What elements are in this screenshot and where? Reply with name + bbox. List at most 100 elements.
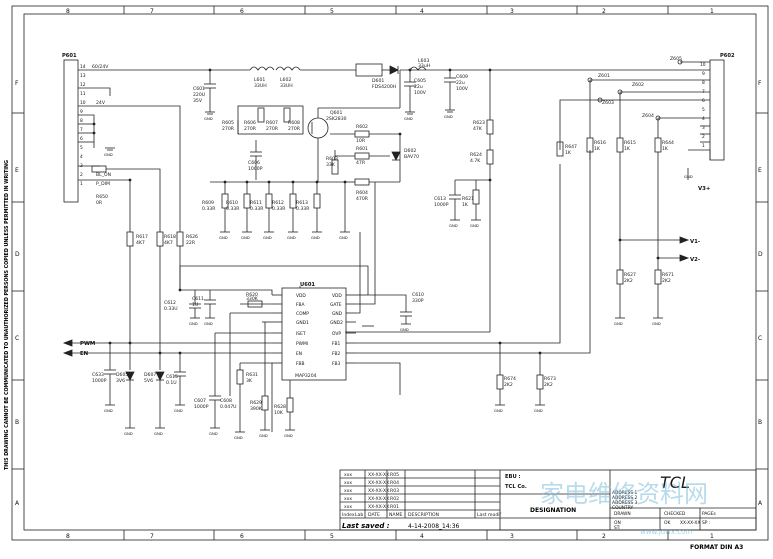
net-label-p-dim: P_DIM <box>96 181 110 187</box>
ref-c615: C615 <box>166 374 178 380</box>
gnd-label: GND <box>400 327 409 332</box>
ref-r601: R601 <box>356 146 368 152</box>
extra-c609: 100V <box>456 86 469 92</box>
row-letter: D <box>758 251 763 258</box>
col-num-bottom: 6 <box>240 533 244 540</box>
pin-num: 2 <box>702 134 705 140</box>
gnd-label: GND <box>339 235 348 240</box>
rev-name: xxx <box>344 489 352 494</box>
gnd-symbols <box>105 109 663 433</box>
pin-num: 3 <box>702 125 705 131</box>
extra-c601: 35V <box>193 98 203 104</box>
gnd-label: GND <box>684 174 693 179</box>
ic-pin-label: OVP <box>332 331 341 337</box>
ref-r629: R629 <box>250 400 262 406</box>
connector-p601-ref: P601 <box>62 53 77 59</box>
col-num-bottom: 7 <box>150 533 154 540</box>
ref-r631: R631 <box>246 372 258 378</box>
ref-r613: R613 <box>296 200 308 206</box>
gnd-label: GND <box>259 433 268 438</box>
ref-l601: L601 <box>254 77 265 83</box>
pin-num: 3 <box>80 163 83 169</box>
gnd-label: GND <box>204 116 213 121</box>
ref-c613: C613 <box>434 196 446 202</box>
col-num-bottom: 5 <box>330 533 334 540</box>
row-letter-left: B <box>15 419 19 426</box>
val-r610: 0.33R <box>226 206 240 212</box>
net-v2: V2- <box>690 257 700 263</box>
gnd-label: GND <box>470 223 479 228</box>
ref-r616: R616 <box>594 140 606 146</box>
pin-num: 10 <box>80 100 86 106</box>
net-z601: Z601 <box>598 73 610 79</box>
val-l603: 33uH <box>418 63 430 69</box>
val-r631: 3K <box>246 378 253 384</box>
val-q601: 2SK2830 <box>326 116 347 122</box>
hdr-date: DATE <box>368 512 380 518</box>
ic-pin-label: FBB <box>296 361 305 367</box>
addr-line: ADDRESS 3 <box>612 500 638 506</box>
pin-num: 7 <box>702 89 705 95</box>
connector-p602-body <box>709 59 725 161</box>
val-r611: 0.33R <box>250 206 264 212</box>
st-label: ST: <box>614 525 620 531</box>
ref-d607: D607 <box>144 372 156 378</box>
val-r626: 22R <box>186 240 196 246</box>
brand-logo: TCL <box>660 473 690 492</box>
sp-label: SP : <box>702 520 710 526</box>
val-r620: 330K <box>246 296 259 302</box>
col-num: 1 <box>710 8 714 15</box>
ic-u601-ref: U601 <box>300 282 315 288</box>
pin-num: 8 <box>80 118 83 124</box>
ref-c605: C605 <box>414 78 426 84</box>
val-r628: 10K <box>274 410 284 416</box>
col-num-bottom: 2 <box>602 533 606 540</box>
col-num: 2 <box>602 8 606 15</box>
pin-num: 7 <box>80 127 83 133</box>
row-letter-left: A <box>15 500 20 507</box>
connector-p602-ref: P602 <box>720 53 735 59</box>
val-r673: 2K2 <box>544 382 553 388</box>
val-r644: 1K <box>662 146 669 152</box>
net-label-24v-in: 60/24V <box>92 64 109 70</box>
val-c608: 0.047U <box>220 404 237 410</box>
frame-inner <box>23 13 757 531</box>
net-label-24v: 24V <box>96 100 106 106</box>
gnd-label: GND <box>241 235 250 240</box>
row-letter-left: C <box>15 335 19 342</box>
rev-name: xxx <box>344 497 352 502</box>
ic-pin-label: EN <box>296 351 302 357</box>
ic-u601-body <box>281 287 347 381</box>
sheet-date: XX-XX-XX <box>680 520 700 526</box>
row-letter-left: E <box>15 167 19 174</box>
row-letter: E <box>758 167 762 174</box>
net-z605: Z605 <box>670 56 682 62</box>
val-c606: 1000P <box>248 166 263 172</box>
ic-pin-label: COMP <box>296 311 309 317</box>
val-r671: 2K2 <box>662 278 671 284</box>
val-r609: 0.33R <box>202 206 216 212</box>
pin-num: 11 <box>80 91 86 97</box>
connector-p601-body <box>63 59 79 203</box>
side-note: THIS DRAWING CANNOT BE COMMUNICATED TO U… <box>4 160 10 470</box>
addr-line: COUNTRY <box>612 505 633 511</box>
ref-d602: D602 <box>404 148 416 154</box>
pin-num: 13 <box>80 73 86 79</box>
ref-r606: R606 <box>244 120 256 126</box>
pin-num: 9 <box>702 71 705 77</box>
ref-r626: R626 <box>186 234 198 240</box>
format-label: FORMAT DIN A3 <box>690 544 743 551</box>
ref-r604: R604 <box>356 190 368 196</box>
hdr-name: NAME <box>389 512 403 518</box>
ok-label: OK <box>664 520 670 526</box>
ic-pin-label: FB2 <box>332 351 341 357</box>
ic-pin-label: ISET <box>296 331 306 337</box>
col-num: 7 <box>150 8 154 15</box>
col-num-bottom: 8 <box>66 533 70 540</box>
gnd-label: GND <box>263 235 272 240</box>
ref-r650: R650 <box>96 194 108 200</box>
val-r608: 270R <box>288 126 301 132</box>
ref-q601: Q601 <box>330 110 342 116</box>
val-c607: 1000P <box>194 404 209 410</box>
ic-pin-label: GND2 <box>330 320 343 326</box>
